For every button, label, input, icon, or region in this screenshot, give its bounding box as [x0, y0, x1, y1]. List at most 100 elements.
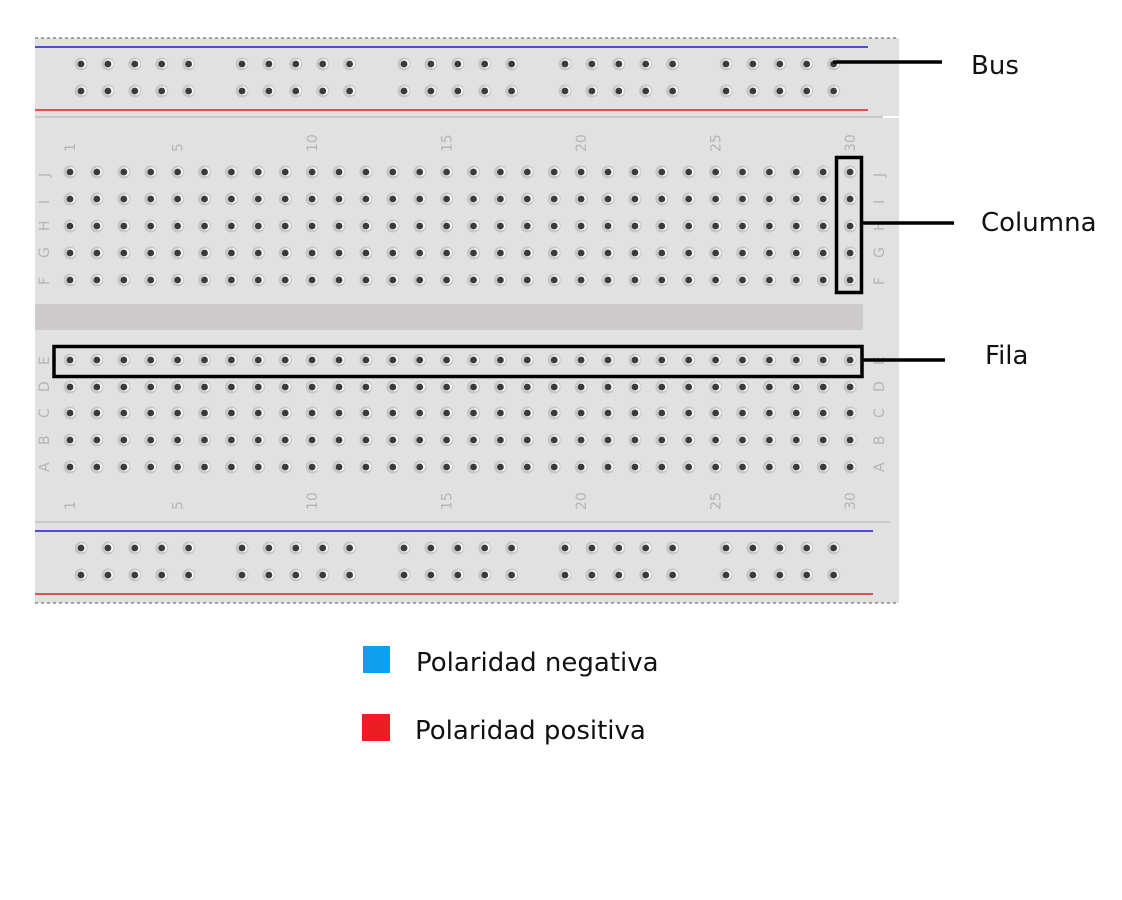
hole	[144, 273, 158, 287]
hole	[278, 246, 292, 260]
hole	[547, 380, 561, 394]
bus-hole	[612, 541, 626, 555]
bus-hole	[800, 57, 814, 71]
bus-hole	[235, 57, 249, 71]
column-highlight-box	[834, 155, 864, 295]
hole	[144, 460, 158, 474]
hole	[332, 380, 346, 394]
hole	[520, 192, 534, 206]
hole	[682, 460, 696, 474]
row-letter: B	[37, 435, 53, 445]
hole	[413, 460, 427, 474]
bus-hole	[128, 57, 142, 71]
hole	[816, 219, 830, 233]
hole	[520, 353, 534, 367]
hole	[144, 380, 158, 394]
hole	[413, 219, 427, 233]
column-number: 25	[709, 492, 725, 510]
hole	[63, 460, 77, 474]
row-letter: A	[872, 462, 888, 472]
bus-hole	[262, 84, 276, 98]
hole	[493, 273, 507, 287]
hole	[655, 219, 669, 233]
hole	[574, 246, 588, 260]
hole	[493, 353, 507, 367]
bus-hole	[397, 541, 411, 555]
hole	[709, 273, 723, 287]
hole	[601, 380, 615, 394]
hole	[843, 219, 857, 233]
hole	[305, 460, 319, 474]
legend: Polaridad negativa Polaridad positiva	[362, 646, 659, 746]
bus-hole	[101, 57, 115, 71]
hole	[762, 246, 776, 260]
hole	[628, 433, 642, 447]
hole	[305, 380, 319, 394]
hole	[332, 219, 346, 233]
hole	[63, 192, 77, 206]
hole	[90, 353, 104, 367]
hole	[359, 460, 373, 474]
row-letter: F	[872, 277, 888, 285]
hole	[520, 406, 534, 420]
row-letter: J	[872, 173, 888, 178]
hole	[762, 460, 776, 474]
hole	[305, 353, 319, 367]
row-letter: B	[872, 435, 888, 445]
hole	[332, 406, 346, 420]
hole	[682, 246, 696, 260]
bus-hole	[746, 84, 760, 98]
hole	[332, 165, 346, 179]
hole	[278, 380, 292, 394]
hole	[440, 433, 454, 447]
hole	[332, 433, 346, 447]
hole	[547, 353, 561, 367]
bus-hole	[773, 57, 787, 71]
hole	[440, 273, 454, 287]
column-number: 15	[440, 134, 456, 152]
hole	[117, 353, 131, 367]
hole	[574, 273, 588, 287]
hole	[682, 380, 696, 394]
hole	[574, 219, 588, 233]
hole	[467, 246, 480, 260]
hole	[171, 433, 185, 447]
bus-hole	[74, 541, 88, 555]
bus-hole	[182, 541, 196, 555]
hole	[198, 433, 211, 447]
hole	[386, 380, 400, 394]
hole	[789, 219, 803, 233]
column-number: 15	[440, 492, 456, 510]
hole	[789, 353, 803, 367]
center-channel	[35, 304, 863, 330]
bus-hole	[478, 84, 492, 98]
hole	[816, 165, 830, 179]
hole	[359, 380, 373, 394]
hole	[843, 165, 857, 179]
hole	[278, 192, 292, 206]
bus-hole	[289, 568, 303, 582]
breadboard: 115510101515202025253030JJIIHHGGFFEEDDCC…	[35, 37, 899, 604]
hole	[789, 165, 803, 179]
hole	[171, 246, 185, 260]
hole	[386, 273, 400, 287]
bus-hole	[451, 84, 465, 98]
hole	[655, 406, 669, 420]
bus-hole	[128, 84, 142, 98]
bus-hole	[719, 57, 733, 71]
hole	[440, 460, 454, 474]
hole	[736, 273, 749, 287]
bus-hole	[558, 57, 572, 71]
hole	[789, 192, 803, 206]
hole	[332, 192, 346, 206]
hole	[709, 353, 723, 367]
hole	[547, 273, 561, 287]
hole	[574, 406, 588, 420]
hole	[655, 273, 669, 287]
bus-hole	[558, 84, 572, 98]
hole	[90, 192, 104, 206]
hole	[117, 165, 131, 179]
hole	[843, 353, 857, 367]
bus-hole	[182, 84, 196, 98]
hole	[63, 219, 77, 233]
